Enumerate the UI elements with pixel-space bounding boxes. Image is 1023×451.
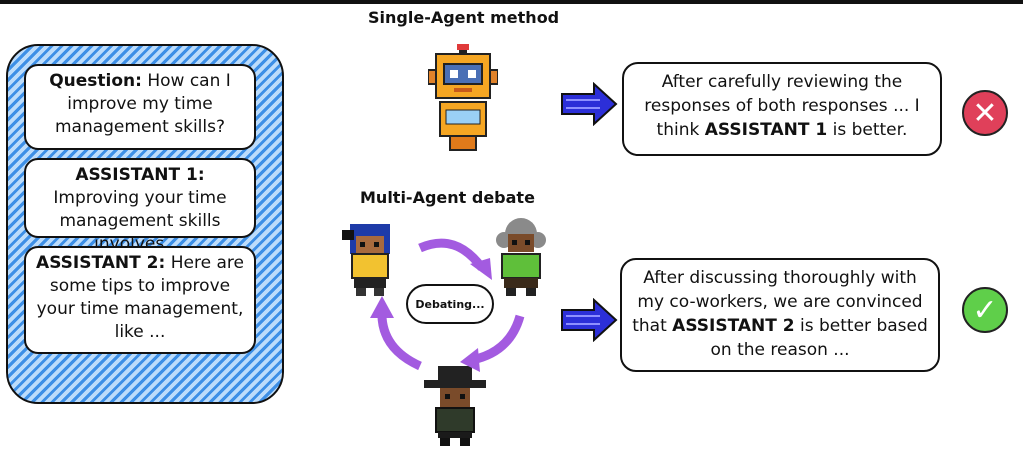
multi-arrow-icon	[561, 298, 618, 342]
single-response-text: After carefully reviewing the responses …	[644, 72, 920, 140]
assistant2-text: Here are some tips to improve your time …	[36, 253, 244, 342]
correct-mark-icon: ✓	[962, 287, 1008, 333]
assistant2-label: ASSISTANT 2:	[36, 253, 166, 273]
question-label: Question:	[49, 71, 142, 91]
multi-response-text: After discussing thoroughly with my co-w…	[632, 268, 923, 336]
agent-gray-hair-icon	[496, 218, 546, 296]
question-text: How can I improve my time management ski…	[54, 71, 231, 137]
wrong-mark-icon: ✕	[962, 90, 1008, 136]
assistant2-box: ASSISTANT 2: Here are some tips to impro…	[24, 246, 256, 354]
top-rule	[0, 0, 1023, 4]
single-response-end: is better.	[832, 120, 908, 140]
agent-black-hat-icon	[424, 366, 486, 446]
single-response-bubble: After carefully reviewing the responses …	[622, 62, 942, 156]
question-box: Question: How can I improve my time mana…	[24, 64, 256, 150]
robot-icon	[428, 44, 498, 151]
debate-cycle-arrows	[370, 238, 525, 372]
input-panel: Question: How can I improve my time mana…	[6, 44, 284, 404]
debating-cloud: Debating...	[406, 284, 494, 324]
single-agent-title: Single-Agent method	[368, 8, 560, 27]
multi-response-end: is better based on the reason ...	[710, 316, 928, 360]
assistant1-text: Improving your time management skills in…	[53, 188, 227, 254]
multi-agent-title: Multi-Agent debate	[360, 188, 535, 207]
single-arrow-icon	[561, 82, 618, 126]
multi-response-bubble: After discussing thoroughly with my co-w…	[620, 258, 940, 372]
multi-response-highlight: ASSISTANT 2	[672, 316, 795, 336]
assistant1-label: ASSISTANT 1:	[75, 165, 205, 185]
single-response-highlight: ASSISTANT 1	[704, 120, 828, 140]
agent-blue-hair-icon	[342, 224, 390, 296]
assistant1-box: ASSISTANT 1: Improving your time managem…	[24, 158, 256, 254]
